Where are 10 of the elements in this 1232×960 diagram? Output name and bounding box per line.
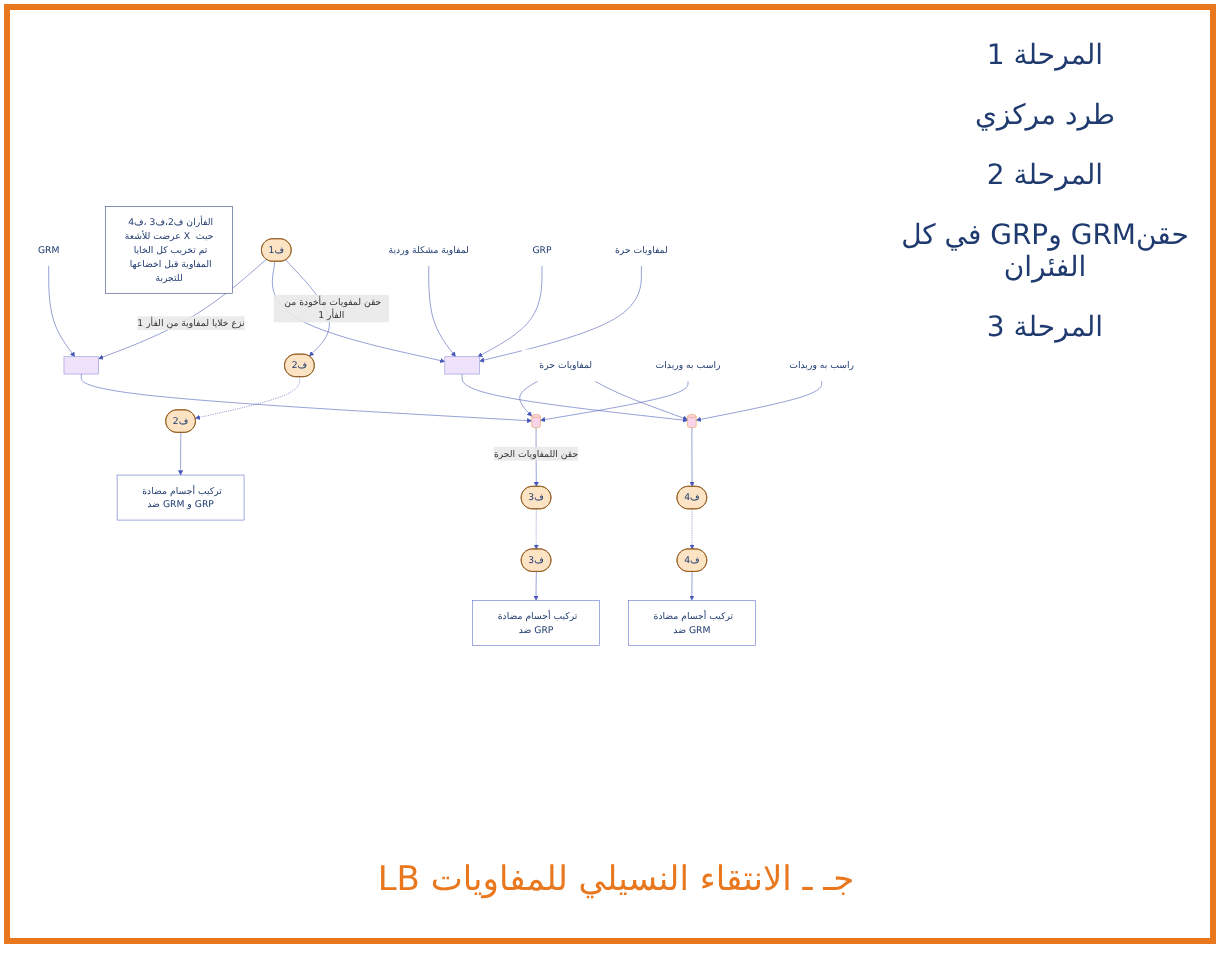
note-text: طرد مركزي: [972, 100, 1118, 132]
note-text: المرحلة 2: [984, 160, 1106, 192]
note-text: حقنGRM وGRP في كل الفئران: [899, 220, 1191, 284]
node-box: [444, 356, 480, 375]
note-text: المرحلة 1: [984, 40, 1106, 72]
node-cylinder: [687, 414, 697, 429]
node-box: [63, 356, 99, 375]
note-text: المرحلة 3: [984, 312, 1106, 344]
node-cylinder: [531, 414, 541, 429]
caption: جـ ـ الانتقاء النسيلي للمفاويات LB: [375, 860, 857, 900]
